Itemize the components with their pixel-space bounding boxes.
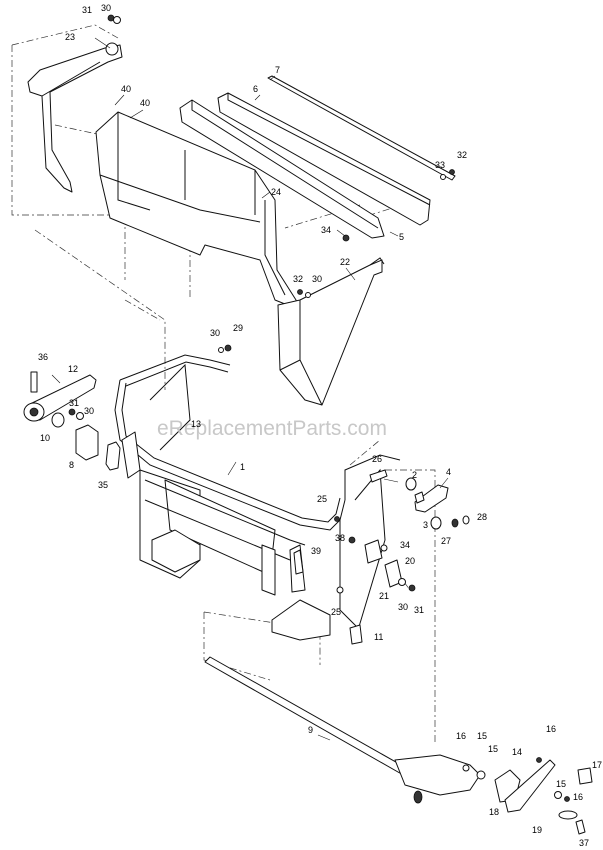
callout-16: 16 <box>456 731 466 741</box>
callout-9: 9 <box>308 725 313 735</box>
leader-lines <box>51 37 449 741</box>
bottom-linkage <box>394 754 593 835</box>
callout-32: 32 <box>293 274 303 284</box>
callout-40: 40 <box>140 98 150 108</box>
callout-27: 27 <box>441 536 451 546</box>
callout-5: 5 <box>399 232 404 242</box>
callout-35: 35 <box>98 480 108 490</box>
right-chute <box>277 257 385 406</box>
callout-31: 31 <box>414 605 424 615</box>
callout-29: 29 <box>233 323 243 333</box>
callout-18: 18 <box>489 807 499 817</box>
callout-15: 15 <box>477 731 487 741</box>
callout-3: 3 <box>423 520 428 530</box>
callout-16: 16 <box>546 724 556 734</box>
callout-labels: 31 30 23 40 40 7 6 32 33 24 34 5 22 32 3… <box>38 3 602 848</box>
callout-8: 8 <box>69 460 74 470</box>
hopper-body <box>95 111 301 311</box>
callout-24: 24 <box>271 187 281 197</box>
callout-12: 12 <box>68 364 78 374</box>
callout-31: 31 <box>69 398 79 408</box>
callout-1: 1 <box>240 462 245 472</box>
top-rod <box>267 75 456 181</box>
callout-30: 30 <box>101 3 111 13</box>
axle-rod <box>204 656 411 777</box>
callout-15: 15 <box>556 779 566 789</box>
lower-right-hardware <box>293 516 416 645</box>
callout-30: 30 <box>312 274 322 284</box>
left-side-bracket <box>27 42 123 193</box>
callout-21: 21 <box>379 591 389 601</box>
callout-6: 6 <box>253 84 258 94</box>
callout-31: 31 <box>82 5 92 15</box>
callout-30: 30 <box>210 328 220 338</box>
callout-7: 7 <box>275 65 280 75</box>
back-panel <box>217 92 431 226</box>
callout-38: 38 <box>335 533 345 543</box>
main-frame <box>114 354 401 641</box>
callout-37: 37 <box>579 838 589 848</box>
callout-25: 25 <box>331 607 341 617</box>
callout-10: 10 <box>40 433 50 443</box>
callout-23: 23 <box>65 32 75 42</box>
callout-19: 19 <box>532 825 542 835</box>
right-linkage-hardware <box>369 469 470 530</box>
callout-36: 36 <box>38 352 48 362</box>
callout-13: 13 <box>191 419 201 429</box>
callout-14: 14 <box>512 747 522 757</box>
callout-16: 16 <box>573 792 583 802</box>
callout-34: 34 <box>321 225 331 235</box>
callout-30: 30 <box>398 602 408 612</box>
callout-15: 15 <box>488 744 498 754</box>
callout-30: 30 <box>84 406 94 416</box>
callout-11: 11 <box>374 632 383 642</box>
front-panel <box>179 99 385 239</box>
callout-28: 28 <box>477 512 487 522</box>
callout-34: 34 <box>400 540 410 550</box>
callout-40: 40 <box>121 84 131 94</box>
left-arm-assembly <box>23 371 141 479</box>
callout-39: 39 <box>311 546 321 556</box>
callout-4: 4 <box>446 467 451 477</box>
callout-26: 26 <box>372 454 382 464</box>
callout-25: 25 <box>317 494 327 504</box>
callout-33: 33 <box>435 160 445 170</box>
callout-17: 17 <box>592 760 602 770</box>
callout-22: 22 <box>340 257 350 267</box>
callout-32: 32 <box>457 150 467 160</box>
upper-hardware <box>107 14 455 353</box>
watermark-text: eReplacementParts.com <box>157 417 387 440</box>
callout-20: 20 <box>405 556 415 566</box>
callout-2: 2 <box>412 470 417 480</box>
